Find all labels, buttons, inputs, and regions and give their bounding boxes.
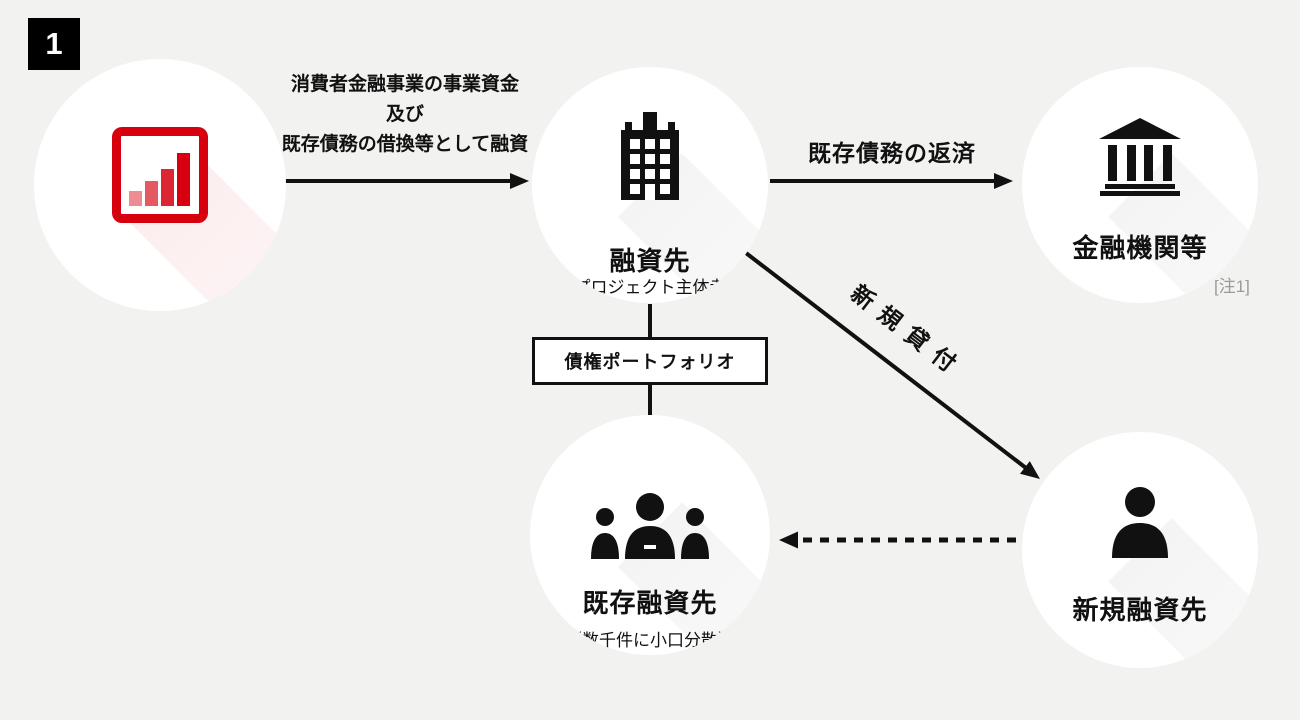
node-new-borrowers: 新規融資先 [1022, 432, 1258, 668]
people-group-icon [591, 493, 709, 559]
node-existing-borrowers-title: 既存融資先 [582, 588, 718, 618]
node-borrower-title: 融資先 [609, 246, 691, 276]
node-lender [34, 59, 286, 311]
building-icon [621, 112, 679, 200]
repayment-arrow-label: 既存債務の返済 [808, 140, 976, 166]
node-financial-institutions-title: 金融機関等 [1072, 233, 1208, 263]
repayment-arrow [770, 173, 1013, 189]
new-lending-arrow [744, 251, 1040, 479]
portfolio-box: 債権ポートフォリオ [532, 337, 768, 385]
loan-arrow [281, 173, 529, 189]
loan-label-line3: 既存債務の借換等として融資 [281, 134, 529, 155]
bank-icon [1099, 118, 1181, 196]
loan-label-line2: 及び [385, 104, 424, 125]
loan-label-line1: 消費者金融事業の事業資金 [290, 74, 519, 95]
logo-bars [129, 153, 190, 206]
node-financial-institutions: 金融機関等 [1022, 67, 1258, 303]
dashed-transfer-arrow [779, 531, 1016, 549]
node-borrower-subtitle: （プロジェクト主体者） [556, 278, 744, 297]
footnote-ref: [注1] [1214, 277, 1250, 296]
node-existing-borrowers: 既存融資先 （数千件に小口分散） [530, 415, 770, 655]
loan-arrow-label: 消費者金融事業の事業資金 及び 既存債務の借換等として融資 [240, 70, 570, 160]
step-badge: 1 [28, 18, 80, 70]
person-icon [1112, 487, 1168, 558]
bar-chart-logo-icon [112, 127, 208, 223]
node-existing-borrowers-subtitle: （数千件に小口分散） [565, 631, 735, 650]
node-borrower: 融資先 （プロジェクト主体者） [532, 67, 768, 303]
node-new-borrowers-title: 新規融資先 [1072, 595, 1208, 625]
